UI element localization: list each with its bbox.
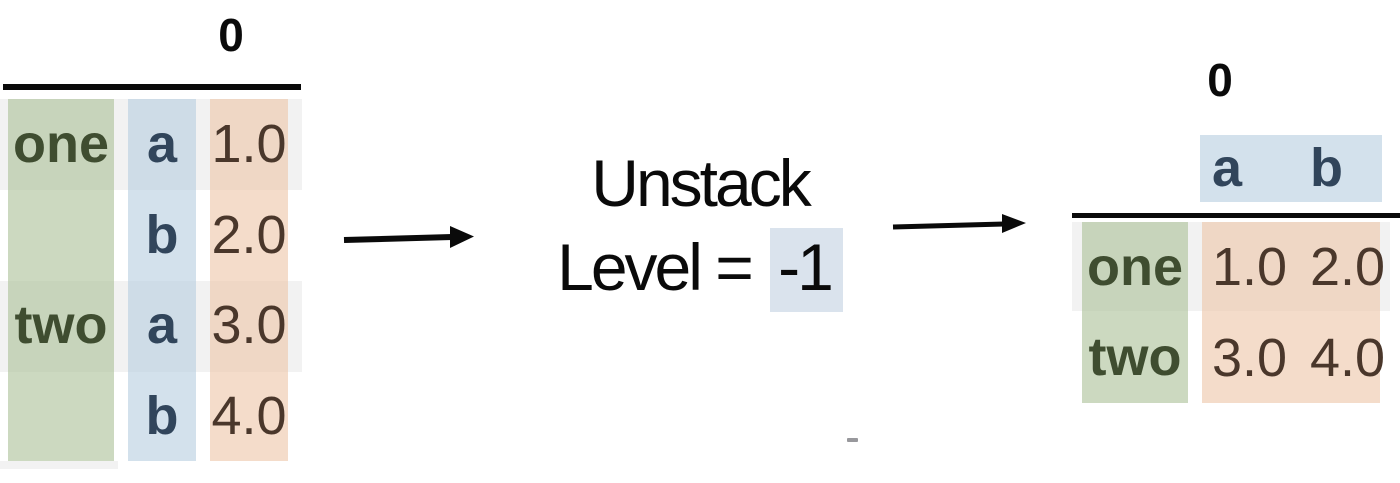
index-label: one (1086, 237, 1183, 297)
value-cell: 3.0 (1212, 328, 1288, 388)
index-label: two (1088, 327, 1182, 387)
index-column: one two (1082, 222, 1188, 403)
value-cell: 3.0 (211, 295, 287, 355)
values-column: 1.0 2.0 3.0 4.0 (210, 99, 288, 461)
series-column-header: 0 (218, 9, 244, 61)
subindex-cell: a (146, 114, 178, 174)
level-value-highlight: -1 (770, 228, 843, 312)
value-cell: 4.0 (211, 385, 287, 446)
operation-level-line: Level = -1 (510, 228, 890, 312)
column-header-band: a b (1200, 135, 1382, 202)
value-cell: 1.0 (1212, 237, 1288, 297)
index-level1-column: a b a b (128, 99, 196, 461)
stray-dash-artifact (847, 438, 858, 442)
value-cell: 1.0 (211, 114, 287, 174)
level-label: Level = (557, 230, 754, 304)
subindex-cell: b (145, 385, 179, 446)
value-cell: 2.0 (211, 204, 287, 265)
index-level0-column: one two (8, 99, 114, 461)
subindex-cell: a (146, 295, 178, 355)
arrow-right-icon (892, 214, 1026, 233)
table-header-rule (3, 84, 301, 90)
row-stripe (0, 461, 118, 469)
values-block (1202, 222, 1380, 403)
column-header: b (1310, 138, 1343, 198)
subindex-cell: b (145, 204, 179, 265)
value-cell: 4.0 (1310, 328, 1386, 388)
index-label: one (12, 114, 109, 174)
table-header-rule (1072, 213, 1400, 218)
operation-title: Unstack (591, 146, 811, 220)
frame-columns-name: 0 (1207, 54, 1233, 106)
arrow-right-icon (343, 226, 474, 248)
value-cell: 2.0 (1310, 237, 1386, 297)
column-header: a (1212, 138, 1243, 198)
index-label: two (14, 295, 108, 355)
